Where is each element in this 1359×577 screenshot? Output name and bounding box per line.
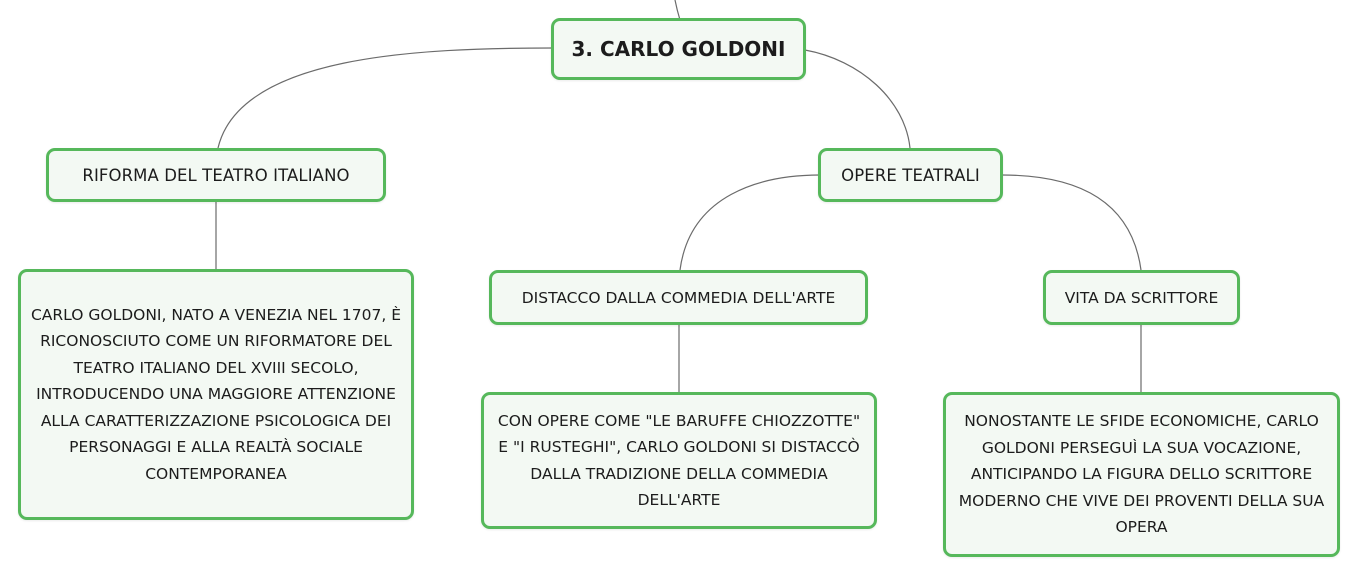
detail-vita-text: NONOSTANTE LE SFIDE ECONOMICHE, CARLO GO… <box>958 412 1325 537</box>
connector-root-to-opere <box>804 49 911 149</box>
root-label: 3. CARLO GOLDONI <box>571 37 786 61</box>
detail-riforma-node[interactable]: CARLO GOLDONI, NATO A VENEZIA NEL 1707, … <box>18 269 414 520</box>
detail-vita-node[interactable]: NONOSTANTE LE SFIDE ECONOMICHE, CARLO GO… <box>943 392 1340 557</box>
subtopic-vita-label: VITA DA SCRITTORE <box>1064 288 1219 307</box>
subtopic-vita-node[interactable]: VITA DA SCRITTORE <box>1043 270 1240 325</box>
detail-distacco-text: CON OPERE COME "LE BARUFFE CHIOZZOTTE" E… <box>497 411 861 510</box>
detail-riforma-text: CARLO GOLDONI, NATO A VENEZIA NEL 1707, … <box>30 305 402 483</box>
topic-opere-label: OPERE TEATRALI <box>841 165 980 185</box>
topic-opere-node[interactable]: OPERE TEATRALI <box>818 148 1003 202</box>
root-node[interactable]: 3. CARLO GOLDONI <box>551 18 806 80</box>
connector-root-to-riforma <box>217 47 554 149</box>
detail-distacco-node[interactable]: CON OPERE COME "LE BARUFFE CHIOZZOTTE" E… <box>481 392 877 529</box>
subtopic-distacco-node[interactable]: DISTACCO DALLA COMMEDIA DELL'ARTE <box>489 270 868 325</box>
topic-riforma-node[interactable]: RIFORMA DEL TEATRO ITALIANO <box>46 148 386 202</box>
topic-riforma-label: RIFORMA DEL TEATRO ITALIANO <box>82 165 350 185</box>
connector-opere-to-vita <box>1001 174 1142 271</box>
connector-opere-to-distacco <box>679 174 821 271</box>
connector-parent-to-root <box>674 0 681 21</box>
subtopic-distacco-label: DISTACCO DALLA COMMEDIA DELL'ARTE <box>521 288 836 307</box>
